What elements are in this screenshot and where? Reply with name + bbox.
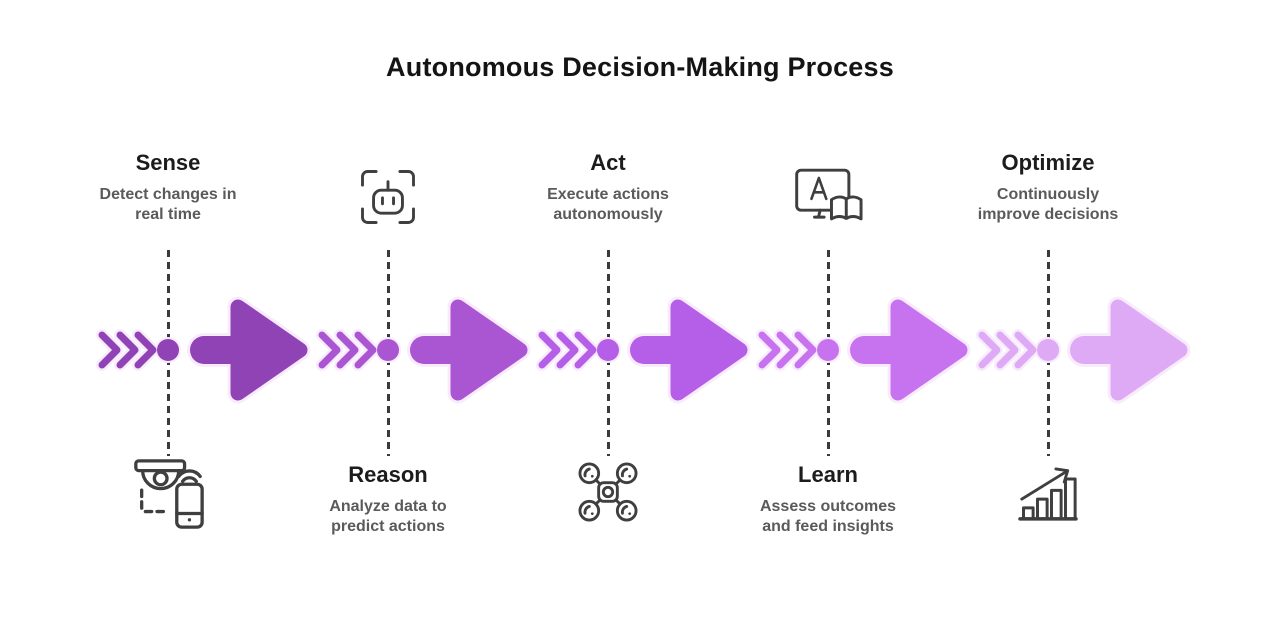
flow-chevron xyxy=(318,331,341,369)
stage-description-line: real time xyxy=(135,206,201,223)
flow-arrow xyxy=(630,299,748,401)
flow-segment-reason xyxy=(316,296,531,404)
stage-title: Reason xyxy=(348,462,428,487)
flow-chevron xyxy=(134,331,157,369)
stage-title: Optimize xyxy=(1001,150,1095,175)
flow-chevron xyxy=(574,331,597,369)
flow-chevron xyxy=(354,331,377,369)
stage-description-line: Execute actions xyxy=(547,186,669,203)
growth-chart-icon xyxy=(1013,458,1083,533)
flow-segment-sense xyxy=(96,296,311,404)
stage-description: Assess outcomes and feed insights xyxy=(718,497,938,537)
flow-segment-optimize xyxy=(976,296,1191,404)
stage-description: Detect changes in real time xyxy=(58,185,278,225)
stage-description-line: Detect changes in xyxy=(99,186,237,203)
timeline-dot xyxy=(157,339,179,361)
stage-title: Sense xyxy=(135,150,201,175)
flow-chevron xyxy=(336,331,359,369)
flow-arrow xyxy=(1070,299,1188,401)
flow-arrow xyxy=(410,299,528,401)
flow-chevron xyxy=(794,331,817,369)
flow-chevron xyxy=(1014,331,1037,369)
timeline-dot xyxy=(817,339,839,361)
robot-scan-icon xyxy=(354,163,422,236)
monitor-book-icon xyxy=(788,163,868,238)
timeline-dot xyxy=(597,339,619,361)
flow-arrow xyxy=(190,299,308,401)
flow-chevron xyxy=(978,331,1001,369)
stage-description-line: improve decisions xyxy=(977,206,1119,223)
security-camera-phone-icon xyxy=(123,455,213,538)
stage-title: Act xyxy=(590,150,626,175)
diagram-title: Autonomous Decision-Making Process xyxy=(386,52,894,82)
flow-chevron xyxy=(116,331,139,369)
stage-description: Execute actions autonomously xyxy=(498,185,718,225)
stage-title: Learn xyxy=(798,462,858,487)
flow-chevron xyxy=(996,331,1019,369)
stage-description-line: predict actions xyxy=(331,518,445,535)
flow-segment-act xyxy=(536,296,751,404)
flow-chevron xyxy=(776,331,799,369)
flow-chevron xyxy=(556,331,579,369)
stage-description-line: Continuously xyxy=(996,186,1100,203)
stage-description-line: Analyze data to xyxy=(329,498,447,515)
stage-description: Continuously improve decisions xyxy=(938,185,1158,225)
stage-description-line: autonomously xyxy=(553,206,663,223)
stage-description-line: and feed insights xyxy=(762,518,894,535)
flow-segment-learn xyxy=(756,296,971,404)
stage-description-line: Assess outcomes xyxy=(759,498,897,515)
timeline-dot xyxy=(377,339,399,361)
flow-chevron xyxy=(98,331,121,369)
flow-arrow xyxy=(850,299,968,401)
flow-chevron xyxy=(538,331,561,369)
timeline-dot xyxy=(1037,339,1059,361)
stage-description: Analyze data to predict actions xyxy=(278,497,498,537)
drone-icon xyxy=(574,458,642,531)
flow-chevron xyxy=(758,331,781,369)
